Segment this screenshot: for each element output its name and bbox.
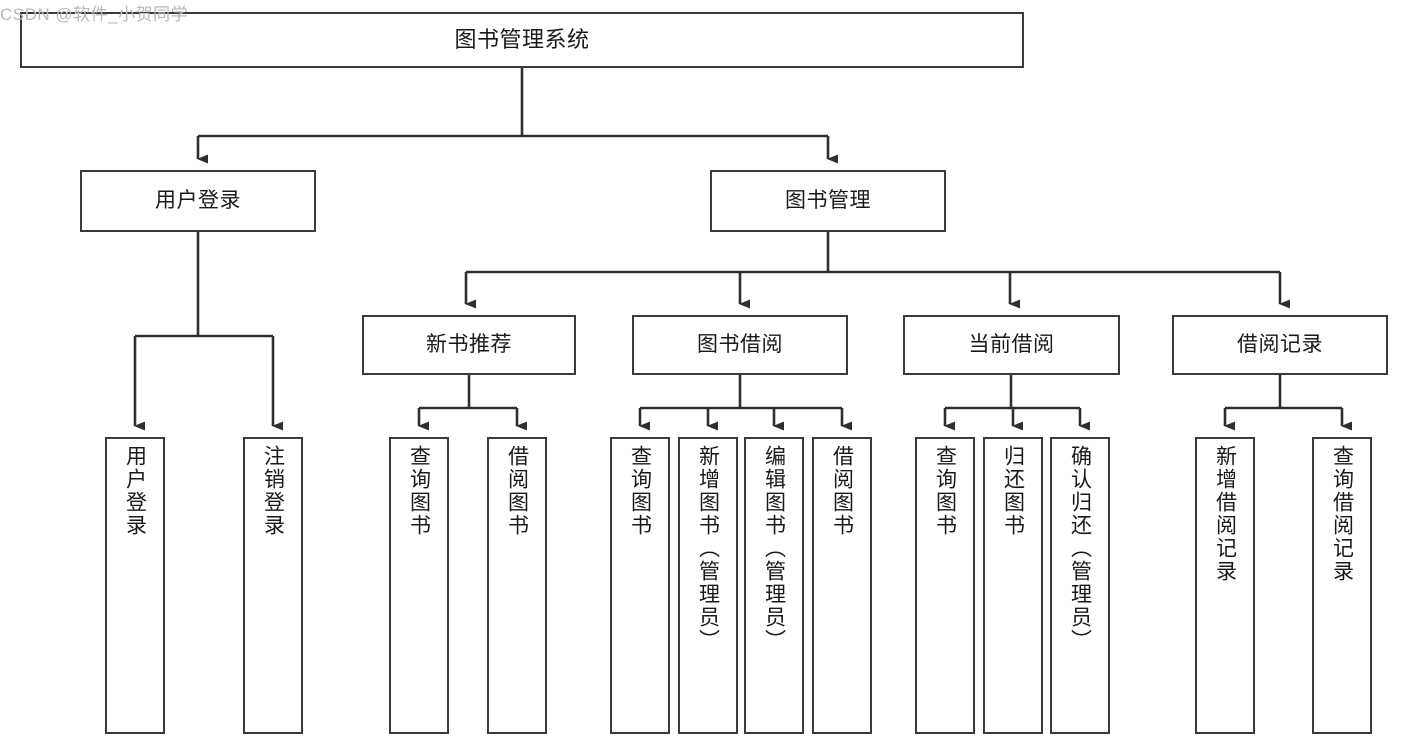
node-label: 新增借阅记录: [1213, 445, 1237, 583]
node-root-图书管理系统[interactable]: 图书管理系统: [20, 12, 1024, 68]
node-label: 查询图书: [628, 445, 652, 537]
node-leaf-编辑图书管理员[interactable]: 编辑图书（管理员）: [744, 437, 804, 734]
node-l1-图书管理[interactable]: 图书管理: [710, 170, 946, 232]
node-leaf-注销登录[interactable]: 注销登录: [243, 437, 303, 734]
node-l1-用户登录[interactable]: 用户登录: [80, 170, 316, 232]
node-l2-当前借阅[interactable]: 当前借阅: [903, 315, 1120, 375]
node-label: 图书借阅: [697, 332, 783, 356]
node-label: 查询借阅记录: [1330, 445, 1354, 583]
node-l2-借阅记录[interactable]: 借阅记录: [1172, 315, 1388, 375]
node-leaf-新增借阅记录[interactable]: 新增借阅记录: [1195, 437, 1255, 734]
node-leaf-查询图书[interactable]: 查询图书: [915, 437, 975, 734]
node-label: 查询图书: [933, 445, 957, 537]
node-label: 查询图书: [407, 445, 431, 537]
node-leaf-借阅图书[interactable]: 借阅图书: [487, 437, 547, 734]
node-leaf-确认归还管理员[interactable]: 确认归还（管理员）: [1050, 437, 1110, 734]
node-label: 借阅图书: [505, 445, 529, 537]
node-label: 借阅图书: [830, 445, 854, 537]
node-l2-图书借阅[interactable]: 图书借阅: [632, 315, 848, 375]
node-leaf-新增图书管理员[interactable]: 新增图书（管理员）: [678, 437, 738, 734]
node-label: 当前借阅: [968, 332, 1055, 356]
node-label: 新增图书（管理员）: [696, 445, 720, 652]
node-leaf-查询图书[interactable]: 查询图书: [610, 437, 670, 734]
node-label: 新书推荐: [426, 332, 512, 356]
node-label: 用户登录: [155, 188, 241, 212]
node-label: 注销登录: [261, 445, 285, 537]
node-leaf-查询图书[interactable]: 查询图书: [389, 437, 449, 734]
node-leaf-借阅图书[interactable]: 借阅图书: [812, 437, 872, 734]
csdn-watermark: CSDN @软件_小贺同学: [0, 5, 189, 24]
node-leaf-归还图书[interactable]: 归还图书: [983, 437, 1043, 734]
node-label: 图书管理系统: [454, 27, 590, 53]
node-leaf-用户登录[interactable]: 用户登录: [105, 437, 165, 734]
node-label: 图书管理: [785, 188, 871, 212]
node-label: 用户登录: [123, 445, 147, 537]
node-label: 归还图书: [1001, 445, 1025, 537]
node-l2-新书推荐[interactable]: 新书推荐: [362, 315, 576, 375]
node-label: 编辑图书（管理员）: [762, 445, 786, 652]
node-label: 借阅记录: [1237, 332, 1323, 356]
node-label: 确认归还（管理员）: [1068, 445, 1092, 652]
node-leaf-查询借阅记录[interactable]: 查询借阅记录: [1312, 437, 1372, 734]
